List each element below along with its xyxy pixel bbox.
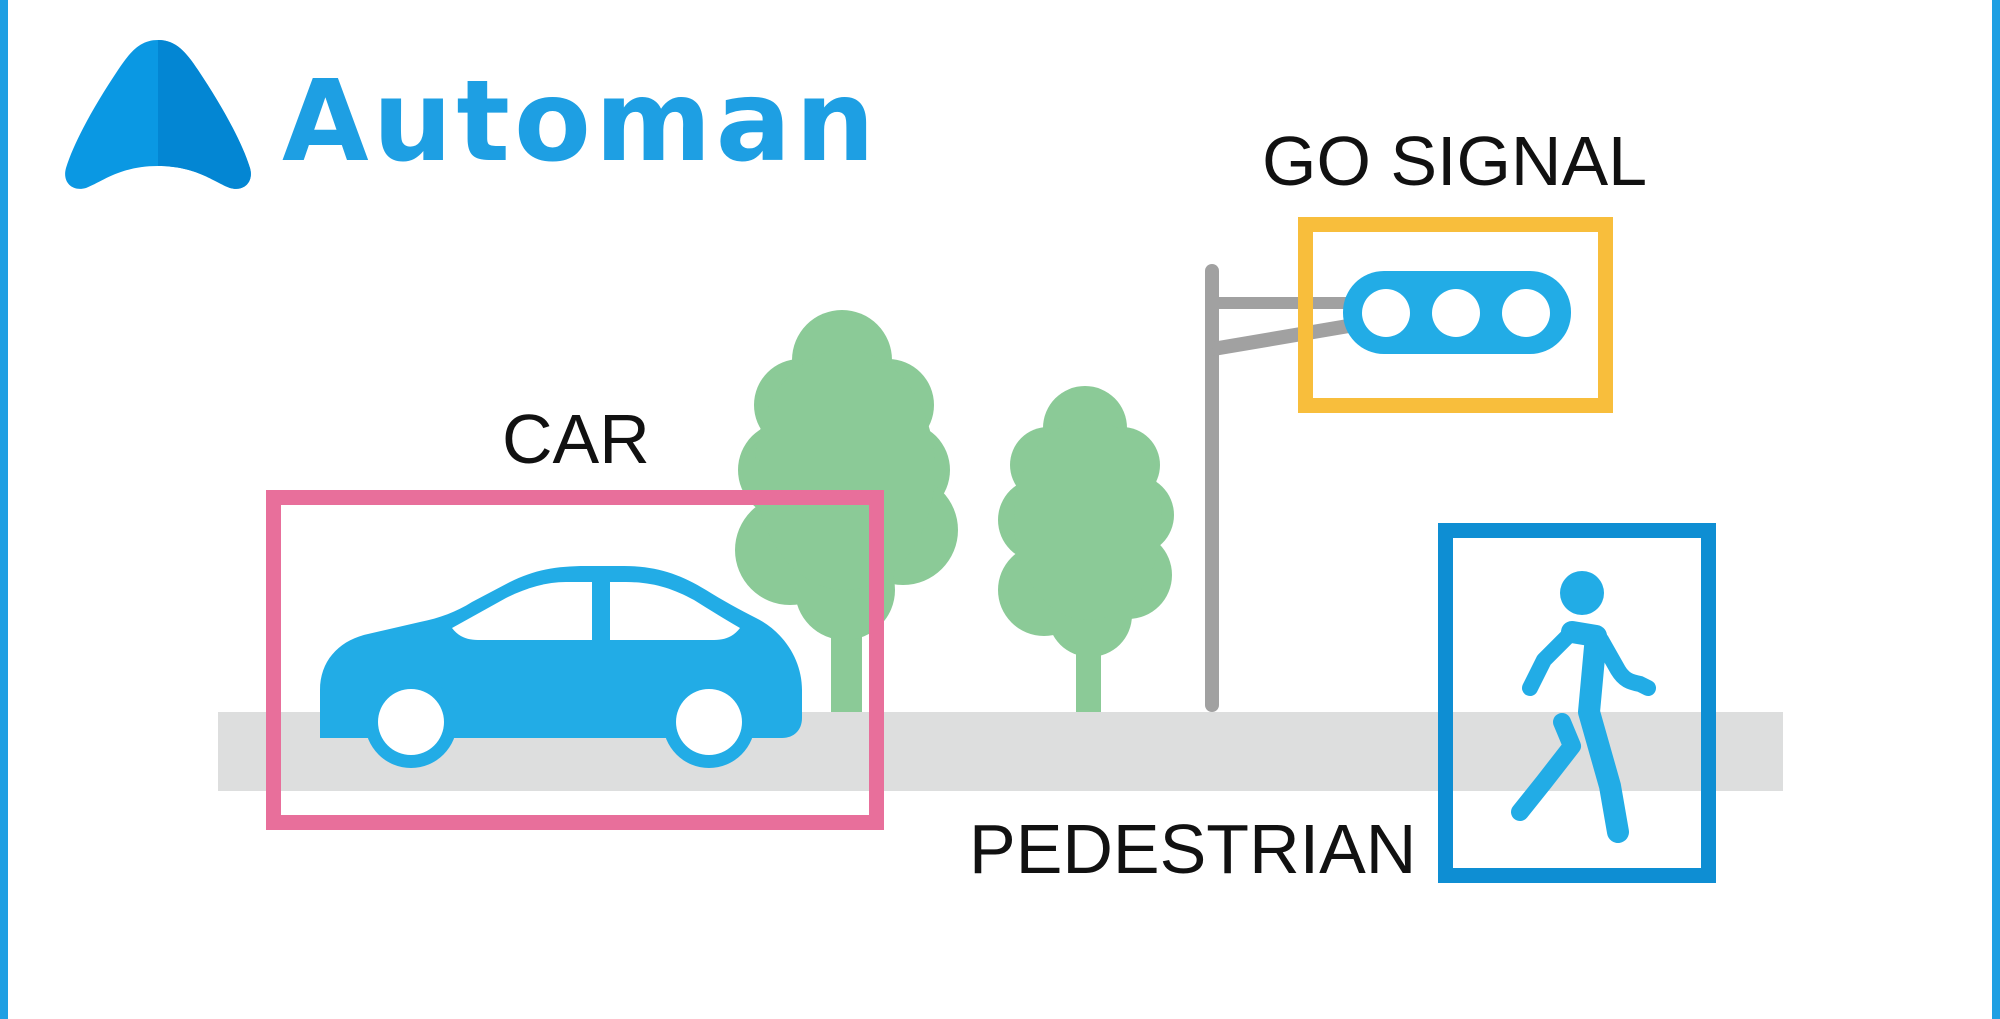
brand-wordmark: Automan — [282, 57, 879, 187]
pedestrian-bounding-box — [1438, 523, 1716, 883]
signal-lamp — [1362, 289, 1410, 337]
frame-right-edge — [1992, 0, 2000, 1019]
car-bounding-box — [266, 490, 884, 830]
frame-left-edge — [0, 0, 8, 1019]
pedestrian-label: PEDESTRIAN — [969, 810, 1416, 888]
automan-logo-icon — [65, 40, 251, 189]
automan-logo: Automan — [65, 40, 879, 189]
signal-lamp — [1502, 289, 1550, 337]
signal-lamp — [1432, 289, 1480, 337]
car-label: CAR — [502, 400, 650, 478]
tree-icon — [998, 386, 1174, 712]
pedestrian-icon — [1511, 571, 1656, 843]
traffic-light-icon — [1343, 271, 1571, 354]
go-signal-bounding-box — [1298, 217, 1613, 413]
car-icon — [320, 566, 802, 768]
signal-pole-icon — [1205, 264, 1367, 712]
go-signal-label: GO SIGNAL — [1262, 122, 1647, 200]
